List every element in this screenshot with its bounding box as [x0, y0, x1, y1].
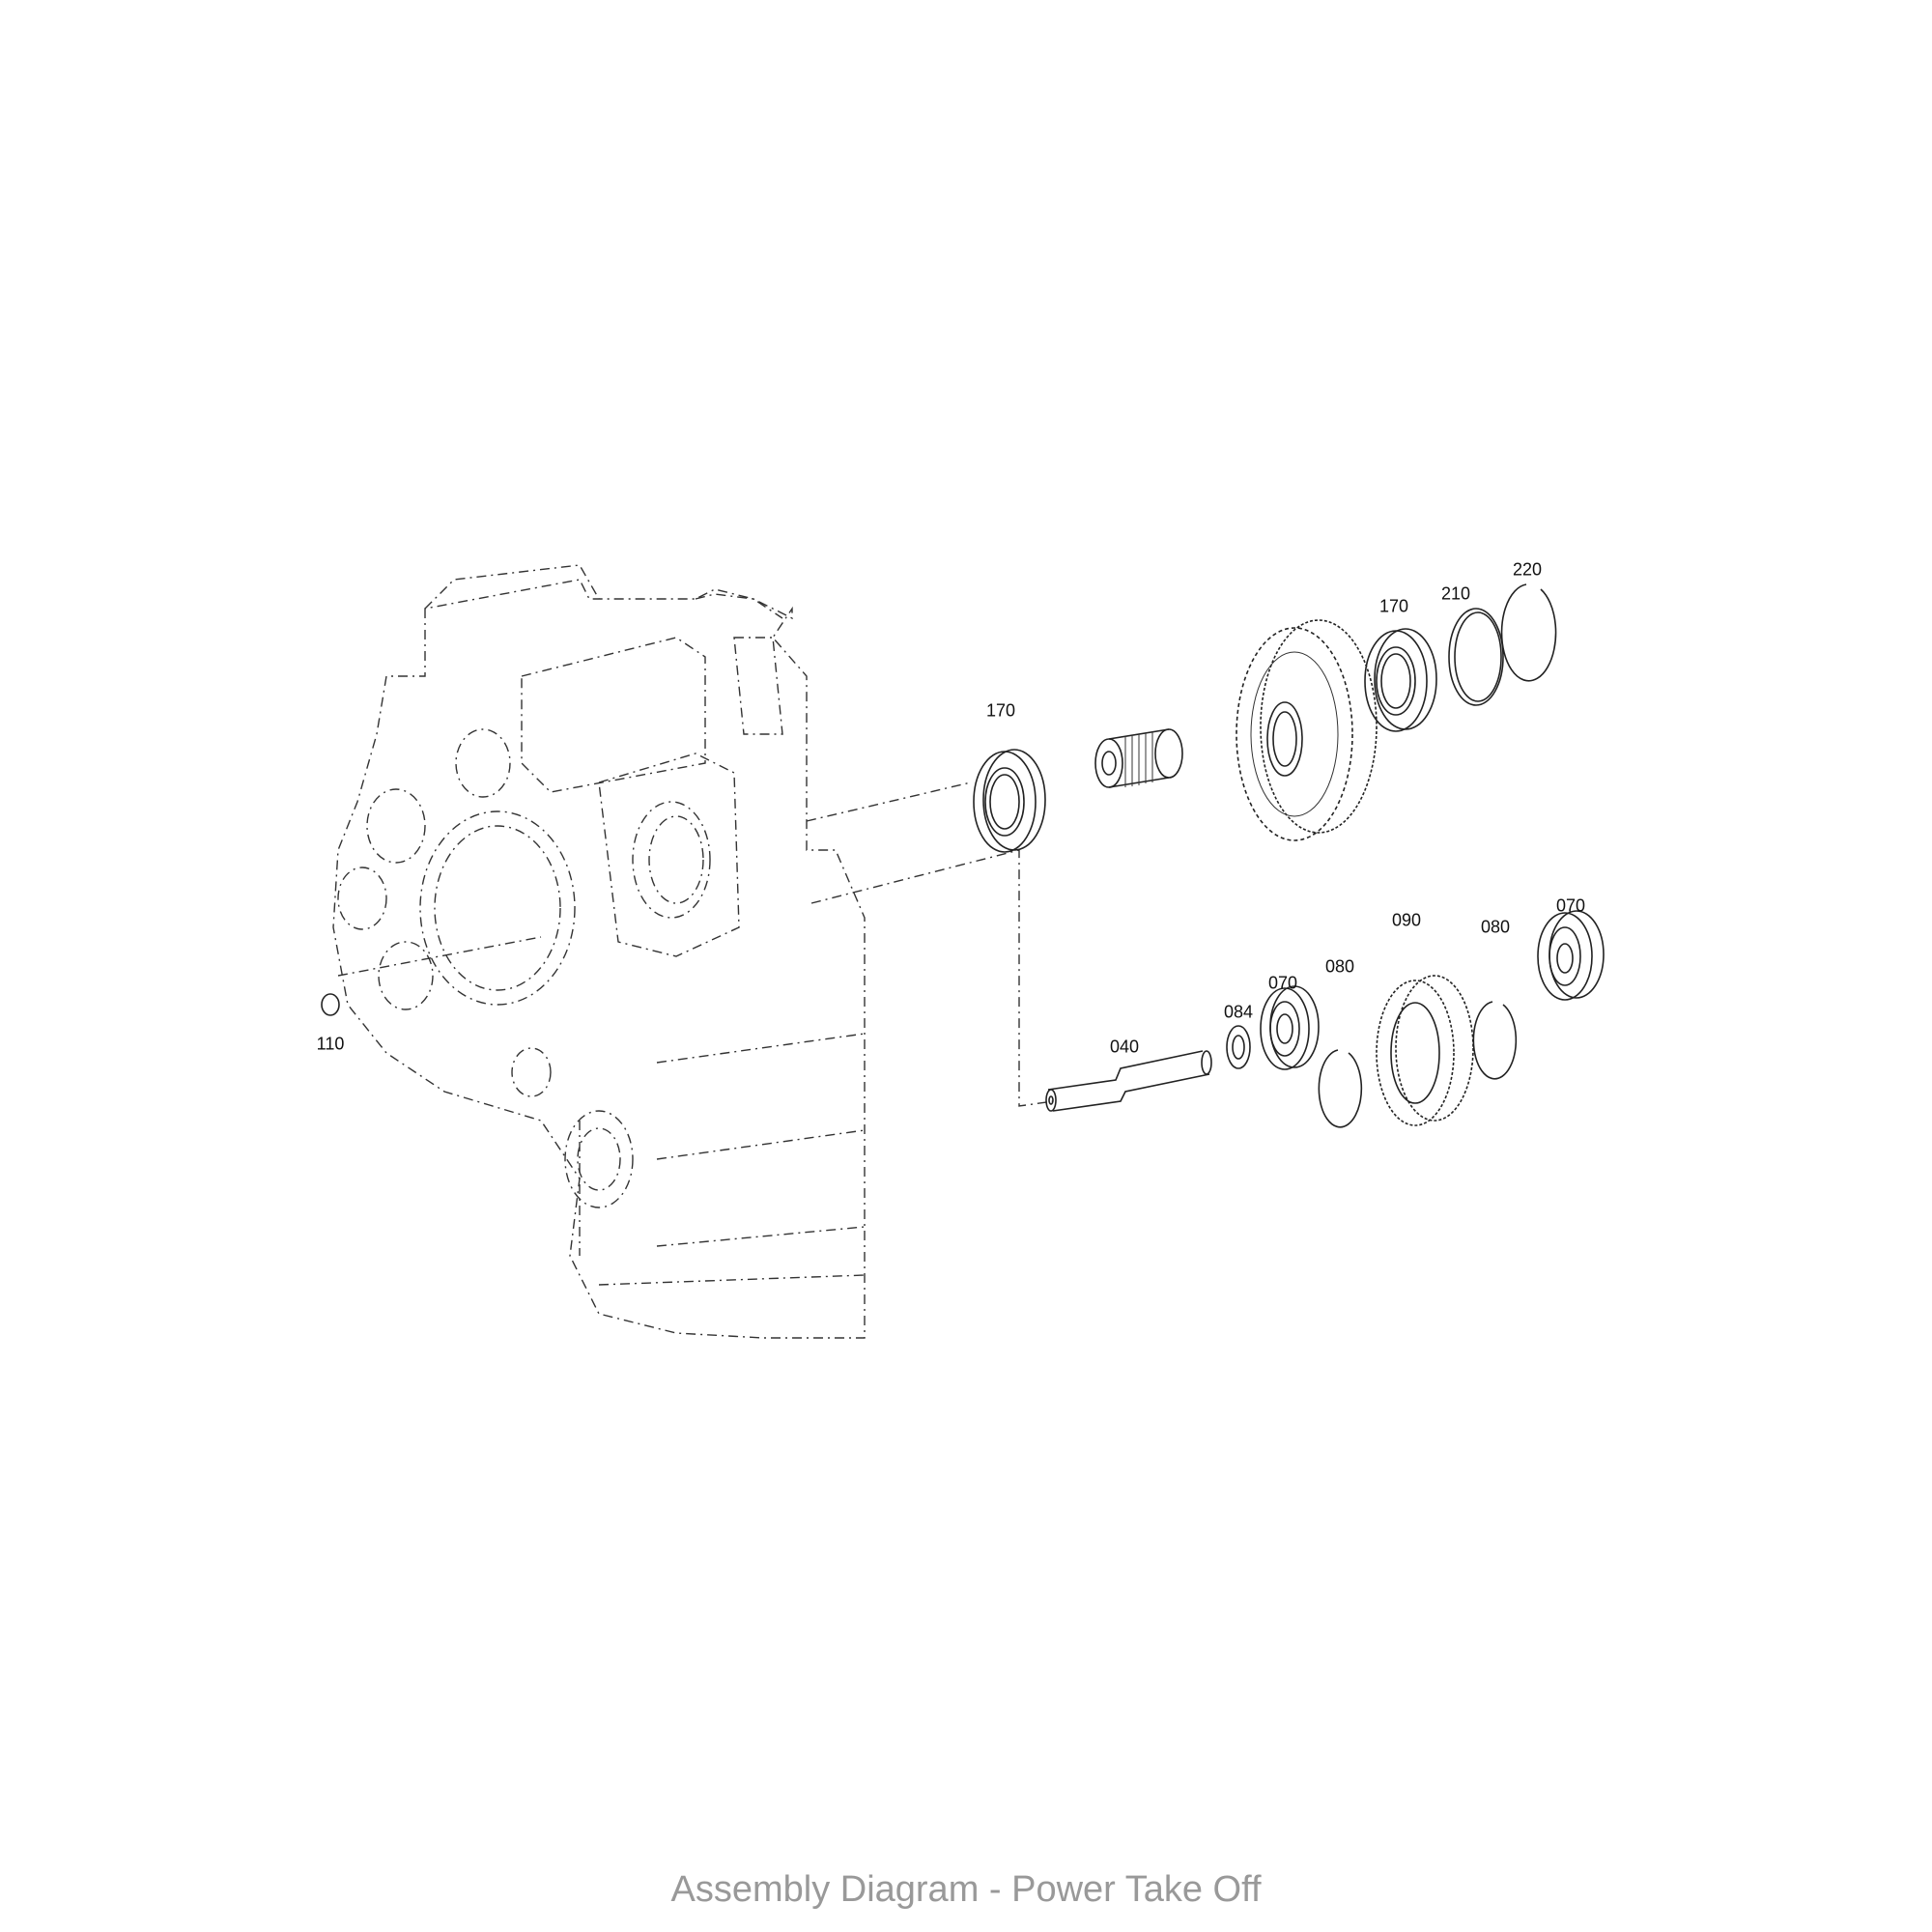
callout-170: 170 — [985, 700, 1016, 721]
callout-040: 040 — [1109, 1037, 1140, 1057]
part-070-bearing-2 — [1537, 910, 1605, 1001]
part-110-oring — [321, 993, 340, 1016]
plug-axis-line — [337, 936, 542, 977]
part-170-bearing — [973, 749, 1046, 853]
part-210-ring — [1448, 608, 1504, 706]
part-080-snap-ring — [1318, 1049, 1363, 1128]
callout-210: 210 — [1440, 583, 1471, 604]
part-040-shaft — [1045, 1050, 1212, 1112]
part-084-washer — [1226, 1025, 1251, 1069]
callout-110: 110 — [316, 1034, 345, 1054]
callout-090: 090 — [1391, 910, 1422, 930]
upper-axis-line — [806, 781, 972, 822]
part-210-ring-inner — [1454, 611, 1502, 702]
part-splined-sleeve — [1094, 728, 1183, 788]
lower-axis-line — [810, 849, 1054, 1107]
part-070-bearing — [1260, 985, 1320, 1070]
part-084-washer-inner — [1232, 1035, 1245, 1060]
callout-220: 220 — [1512, 559, 1543, 580]
transmission-housing — [332, 564, 866, 1339]
part-idler-gear — [1236, 619, 1378, 841]
diagram-title: Assembly Diagram - Power Take Off — [670, 1869, 1262, 1910]
callout-080: 080 — [1480, 917, 1511, 937]
callout-170: 170 — [1378, 596, 1409, 616]
callout-080: 080 — [1324, 956, 1355, 977]
part-170-bearing-2 — [1364, 628, 1437, 732]
part-090-gear — [1376, 975, 1474, 1126]
callout-070: 070 — [1555, 895, 1586, 916]
part-080-snap-ring-2 — [1472, 1001, 1518, 1080]
callout-084: 084 — [1223, 1002, 1254, 1022]
callout-070: 070 — [1267, 973, 1298, 993]
part-220-snap-ring — [1500, 583, 1557, 682]
